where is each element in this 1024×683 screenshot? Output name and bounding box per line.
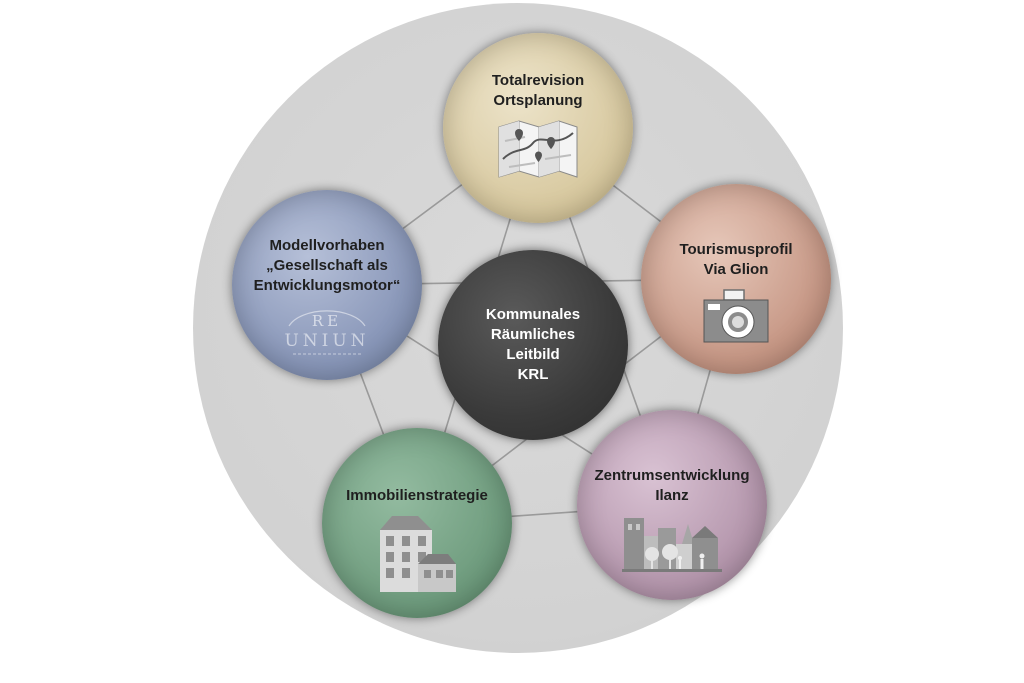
node-tourismusprofil: Tourismusprofil Via Glion [641, 184, 831, 374]
node-modellvorhaben: Modellvorhaben „Gesellschaft als Entwick… [232, 190, 422, 380]
node-label: Zentrumsentwicklung Ilanz [594, 467, 750, 504]
logo-line2: UNIUN [284, 331, 369, 351]
node-label: Totalrevision Ortsplanung [491, 72, 585, 109]
node-label: Tourismusprofil Via Glion [679, 241, 793, 278]
node-label: Modellvorhaben „Gesellschaft als Entwick… [253, 237, 401, 294]
folded-map-icon [498, 120, 578, 178]
buildings-icon [380, 516, 456, 592]
node-zentrumsentwicklung: Zentrumsentwicklung Ilanz [577, 410, 767, 600]
node-immobilienstrategie: Immobilienstrategie [322, 428, 512, 618]
town-center-icon [622, 518, 722, 572]
node-label: Immobilienstrategie [346, 487, 488, 504]
node-totalrevision: Totalrevision Ortsplanung [443, 33, 633, 223]
camera-icon [703, 289, 769, 343]
node-center-krl: Kommunales Räumliches Leitbild KRL [438, 250, 628, 440]
reuniun-logo-icon: RE UNIUN [284, 310, 369, 355]
logo-line1: RE [312, 312, 342, 330]
center-label: Kommunales Räumliches Leitbild KRL [485, 306, 581, 383]
